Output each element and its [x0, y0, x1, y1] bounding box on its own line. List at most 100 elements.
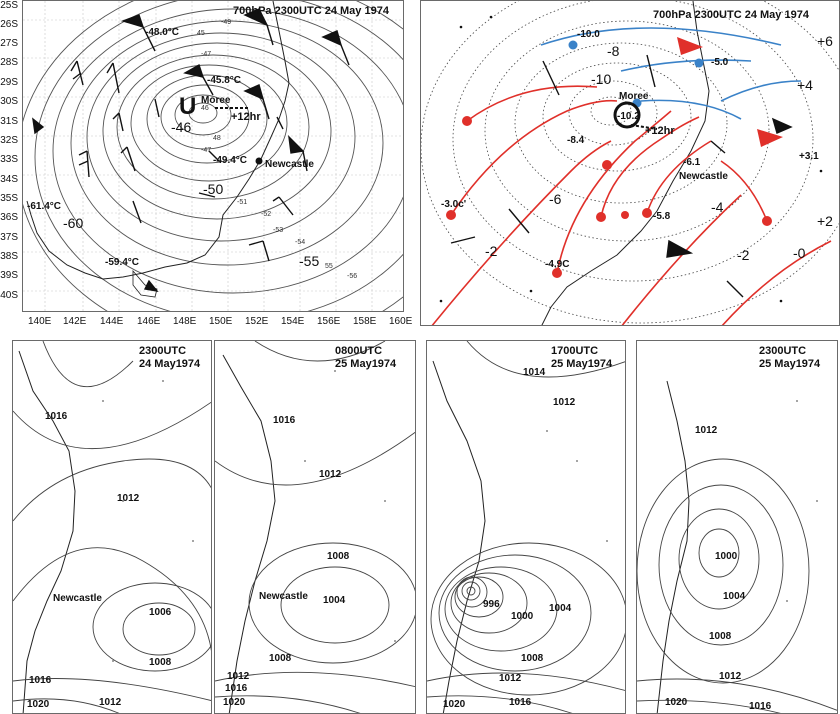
isobar-label: 1016: [749, 701, 772, 712]
panel-date: 25 May1974: [759, 358, 821, 370]
contour-label: -49: [221, 19, 232, 26]
isobar-label: 1016: [273, 415, 296, 426]
contour-value: -50: [203, 181, 224, 197]
top-right-title: 700hPa 2300UTC 24 May 1974: [653, 9, 809, 21]
coastline: [26, 1, 290, 280]
height-contours: [23, 1, 403, 311]
place-label-newcastle: Newcastle: [259, 591, 308, 602]
lat-label: 40S: [0, 290, 18, 301]
lat-label: 27S: [0, 38, 18, 49]
contour-value: +2: [817, 213, 833, 229]
lon-label: 156E: [317, 316, 341, 327]
isobar-label: 1012: [499, 673, 522, 684]
isobar-label: 1020: [27, 699, 50, 710]
station-dots: [786, 400, 818, 602]
top-right-map-svg: [421, 1, 839, 325]
contour-value: -46: [171, 119, 192, 135]
lon-label: 140E: [28, 316, 52, 327]
isobars: [13, 341, 211, 713]
lon-label: 158E: [353, 316, 377, 327]
isobar-label: 1012: [719, 671, 742, 682]
lat-label: 31S: [0, 116, 18, 127]
track-arrow: [630, 124, 658, 130]
newcastle-dot: [255, 157, 263, 165]
top-right-trajectory-panel: 700hPa 2300UTC 24 May 1974 -10.0 -8 -5.0…: [420, 0, 840, 326]
isobars: [637, 458, 837, 713]
lat-label: 29S: [0, 77, 18, 88]
lat-label: 33S: [0, 154, 18, 165]
contour-label: 48: [213, 135, 221, 142]
surface-chart-2300utc-25may: 2300UTC 25 May1974 1012 1000 1004 1008 1…: [636, 340, 838, 714]
isobar-label: 1020: [223, 697, 246, 708]
contour-value: -8: [607, 43, 620, 59]
surface-chart-2300utc-24may: 2300UTC 24 May1974 1016 1012 Newcastle 1…: [12, 340, 212, 714]
lat-label: 26S: [0, 19, 18, 30]
contour-label: 55: [325, 263, 333, 270]
isobar-label: 1000: [511, 611, 534, 622]
contour-value: -2: [737, 247, 750, 263]
forecast-offset-label: +12hr: [231, 111, 261, 123]
lat-label: 37S: [0, 232, 18, 243]
isobar-label: 1016: [225, 683, 248, 694]
red-trajectories: [431, 85, 832, 325]
lat-label: 39S: [0, 270, 18, 281]
surface-chart-svg: [637, 380, 837, 713]
temp-label: -61.4°C: [27, 201, 62, 212]
red-trajectory-start-dots: [446, 116, 772, 278]
low-center-circle: [613, 101, 641, 129]
isobar-label: 1006: [149, 607, 172, 618]
surface-chart-1700utc-25may: 1700UTC 25 May1974 1014 1012 996 1000 10…: [426, 340, 626, 714]
isobar-label: 1016: [29, 675, 52, 686]
temp-label: -5.0: [711, 57, 729, 68]
station-dots: [304, 370, 396, 642]
isobars: [427, 341, 625, 713]
lat-label: 38S: [0, 251, 18, 262]
top-left-title: 700hPa 2300UTC 24 May 1974: [233, 5, 389, 17]
temp-label: -48.0°C: [145, 27, 180, 38]
lat-label: 25S: [0, 0, 18, 11]
panel-date: 25 May1974: [551, 358, 613, 370]
lon-label: 146E: [137, 316, 161, 327]
isobar-label: 1008: [709, 631, 732, 642]
temp-label: -6.1: [683, 157, 701, 168]
contour-value: +4: [797, 77, 813, 93]
isobar-label: 1004: [549, 603, 572, 614]
contour-value: -0: [793, 245, 806, 261]
temp-label: +3.1: [799, 151, 819, 162]
contour-label: 46: [201, 105, 209, 112]
isobars: [215, 341, 415, 713]
blue-trajectories: [540, 27, 802, 120]
contour-label: -47: [201, 147, 212, 154]
station-dots: [102, 380, 194, 662]
isobar-label: 1008: [269, 653, 292, 664]
lon-label: 142E: [63, 316, 87, 327]
lon-label: 152E: [245, 316, 269, 327]
coastline: [18, 350, 76, 713]
temp-label: -45.8°C: [207, 75, 242, 86]
panel-date: 24 May1974: [139, 358, 201, 370]
station-dots: [439, 15, 823, 303]
panel-date: 25 May1974: [335, 358, 397, 370]
dotted-contours: [421, 1, 839, 324]
low-center-symbol: U: [179, 93, 197, 120]
contour-label: -47: [201, 51, 212, 58]
contour-label: -51: [237, 199, 248, 206]
station-dots: [546, 430, 608, 542]
top-left-map-panel: 700hPa 2300UTC 24 May 1974 U -48.0°C -45…: [22, 0, 404, 312]
isobar-label: 1014: [523, 367, 546, 378]
temp-label: -59.4°C: [105, 257, 140, 268]
temp-label: -8.4: [567, 135, 585, 146]
isobar-label: 1012: [99, 697, 122, 708]
isobar-label: 996: [483, 599, 500, 610]
temp-label: -3.0c': [441, 199, 467, 210]
isobar-label: 1012: [319, 469, 342, 480]
coastline: [656, 380, 690, 713]
wind-barbs: [32, 8, 350, 292]
coastline: [541, 1, 710, 325]
isobar-label: 1008: [149, 657, 172, 668]
contour-label: -56: [347, 273, 358, 280]
place-label-moree: Moree: [619, 91, 649, 102]
contour-value: -55: [299, 253, 320, 269]
wind-barbs: [450, 54, 793, 298]
isobar-label: 1020: [665, 697, 688, 708]
